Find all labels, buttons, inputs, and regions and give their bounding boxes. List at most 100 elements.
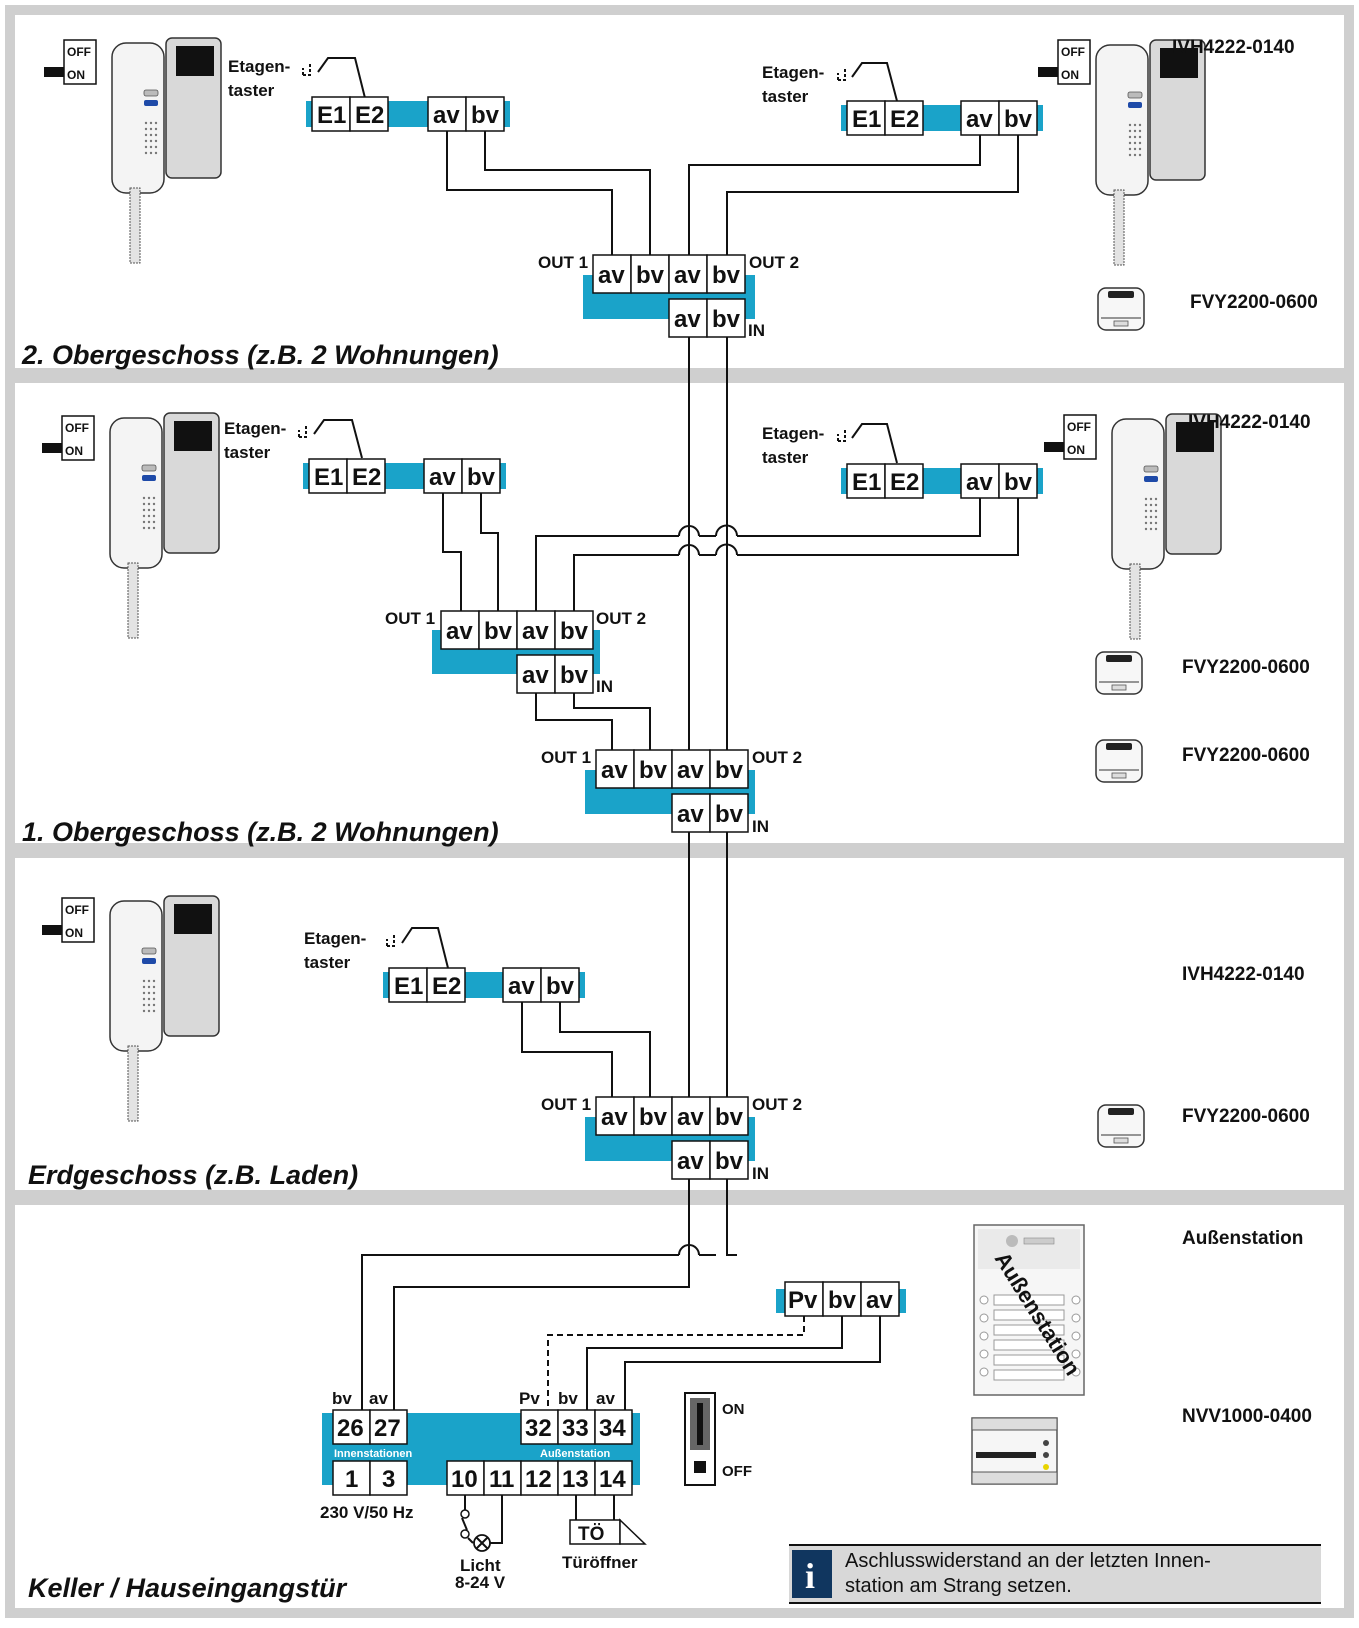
eg-block: Etagen- taster E1 E2 av bv xyxy=(304,927,585,1003)
svg-text:bv: bv xyxy=(712,306,741,333)
svg-text:1: 1 xyxy=(345,1466,358,1493)
svg-text:Pv: Pv xyxy=(788,1287,818,1314)
svg-text:av: av xyxy=(508,973,535,1000)
svg-text:av: av xyxy=(601,1104,628,1131)
svg-text:E2: E2 xyxy=(890,106,919,133)
eg-title: Erdgeschoss (z.B. Laden) xyxy=(28,1160,358,1190)
svg-text:av: av xyxy=(598,262,625,289)
svg-text:ON: ON xyxy=(722,1401,745,1418)
eg-wires xyxy=(521,1002,651,1097)
svg-text:taster: taster xyxy=(304,953,351,972)
svg-text:IN: IN xyxy=(748,321,765,340)
svg-text:ON: ON xyxy=(67,68,85,82)
svg-text:Aschlusswiderstand an der letz: Aschlusswiderstand an der letzten Innen- xyxy=(845,1550,1211,1572)
svg-text:ON: ON xyxy=(65,444,83,458)
svg-text:av: av xyxy=(446,618,473,645)
og1-title: 1. Obergeschoss (z.B. 2 Wohnungen) xyxy=(22,817,499,847)
og1-wires xyxy=(442,493,1019,750)
svg-text:26: 26 xyxy=(337,1415,364,1442)
og2-model-indoor: IVH4222-0140 xyxy=(1172,37,1295,58)
svg-text:av: av xyxy=(674,306,701,333)
svg-text:13: 13 xyxy=(562,1466,589,1493)
svg-text:OUT 1: OUT 1 xyxy=(541,748,591,767)
info-note: i Aschlusswiderstand an der letzten Inne… xyxy=(789,1544,1321,1604)
og2-wires xyxy=(446,131,1019,255)
eg-model-indoor: IVH4222-0140 xyxy=(1182,964,1305,985)
svg-text:av: av xyxy=(369,1389,388,1408)
outdoor-terminal: Pv bv av xyxy=(776,1281,906,1317)
svg-text:av: av xyxy=(677,757,704,784)
svg-text:32: 32 xyxy=(525,1415,552,1442)
og2-title: 2. Obergeschoss (z.B. 2 Wohnungen) xyxy=(21,340,499,370)
og2-right-block: Etagen- taster E1 E2 av bv xyxy=(762,62,1043,136)
svg-text:10: 10 xyxy=(451,1466,478,1493)
svg-text:Innenstationen: Innenstationen xyxy=(334,1448,413,1460)
svg-text:bv: bv xyxy=(639,1104,668,1131)
og2-fvy-icon xyxy=(1097,287,1145,331)
svg-text:ON: ON xyxy=(1061,68,1079,82)
svg-text:bv: bv xyxy=(712,262,741,289)
svg-text:14: 14 xyxy=(599,1466,626,1493)
psu-device xyxy=(971,1417,1058,1485)
svg-text:230 V/50 Hz: 230 V/50 Hz xyxy=(320,1503,414,1522)
svg-text:OUT 2: OUT 2 xyxy=(752,748,802,767)
og2-right-switch: OFF ON xyxy=(1038,39,1091,85)
eg-model-fvy: FVY2200-0600 xyxy=(1182,1106,1310,1127)
svg-text:bv: bv xyxy=(560,662,589,689)
svg-text:bv: bv xyxy=(560,618,589,645)
og2-distributor: av bv av bv av bv OUT 1 OUT 2 IN xyxy=(538,253,799,340)
svg-text:av: av xyxy=(601,757,628,784)
og1-model-fvy-1: FVY2200-0600 xyxy=(1182,657,1310,678)
svg-text:Türöffner: Türöffner xyxy=(562,1553,638,1572)
svg-text:bv: bv xyxy=(471,102,500,129)
keller-wires xyxy=(361,1179,881,1410)
power-switch[interactable]: ON OFF xyxy=(684,1392,752,1486)
svg-text:OUT 2: OUT 2 xyxy=(752,1095,802,1114)
og1-fvy-icon-2 xyxy=(1095,739,1143,783)
svg-text:bv: bv xyxy=(636,262,665,289)
outdoor-station-device: Außenstation xyxy=(973,1224,1085,1396)
keller-title: Keller / Hauseingangstür xyxy=(28,1573,348,1603)
svg-text:bv: bv xyxy=(332,1389,352,1408)
svg-text:E2: E2 xyxy=(355,102,384,129)
svg-text:av: av xyxy=(522,618,549,645)
svg-text:OFF: OFF xyxy=(65,903,89,917)
svg-text:av: av xyxy=(674,262,701,289)
svg-text:av: av xyxy=(429,464,456,491)
svg-text:E2: E2 xyxy=(432,973,461,1000)
og1-left-block: Etagen- taster E1 E2 av bv xyxy=(224,419,506,494)
svg-text:av: av xyxy=(522,662,549,689)
svg-text:bv: bv xyxy=(1004,106,1033,133)
svg-text:34: 34 xyxy=(599,1415,626,1442)
svg-text:taster: taster xyxy=(762,87,809,106)
svg-text:bv: bv xyxy=(639,757,668,784)
svg-text:IN: IN xyxy=(596,677,613,696)
svg-text:taster: taster xyxy=(762,448,809,467)
og1-sub-distributor: av bv av bv av bv OUT 1 OUT 2 IN xyxy=(385,609,646,696)
info-icon xyxy=(792,1550,832,1598)
svg-text:Etagen-: Etagen- xyxy=(762,424,824,443)
svg-text:station am Strang setzen.: station am Strang setzen. xyxy=(845,1575,1072,1597)
svg-text:bv: bv xyxy=(1004,469,1033,496)
eg-switch: OFF ON xyxy=(42,897,95,943)
svg-text:bv: bv xyxy=(484,618,513,645)
og1-model-indoor: IVH4222-0140 xyxy=(1188,412,1311,433)
svg-text:taster: taster xyxy=(228,81,275,100)
svg-text:bv: bv xyxy=(467,464,496,491)
svg-text:3: 3 xyxy=(382,1466,395,1493)
svg-text:Außenstation: Außenstation xyxy=(540,1448,611,1460)
svg-text:E1: E1 xyxy=(852,106,881,133)
svg-text:IN: IN xyxy=(752,1164,769,1183)
svg-text:OUT 2: OUT 2 xyxy=(749,253,799,272)
svg-text:av: av xyxy=(966,469,993,496)
svg-text:bv: bv xyxy=(828,1287,857,1314)
svg-text:OUT 1: OUT 1 xyxy=(538,253,588,272)
svg-text:OFF: OFF xyxy=(65,421,89,435)
svg-text:i: i xyxy=(805,1556,815,1596)
svg-text:av: av xyxy=(677,801,704,828)
svg-text:av: av xyxy=(966,106,993,133)
svg-text:bv: bv xyxy=(715,1148,744,1175)
svg-text:OFF: OFF xyxy=(722,1463,752,1480)
svg-text:Etagen-: Etagen- xyxy=(224,419,286,438)
